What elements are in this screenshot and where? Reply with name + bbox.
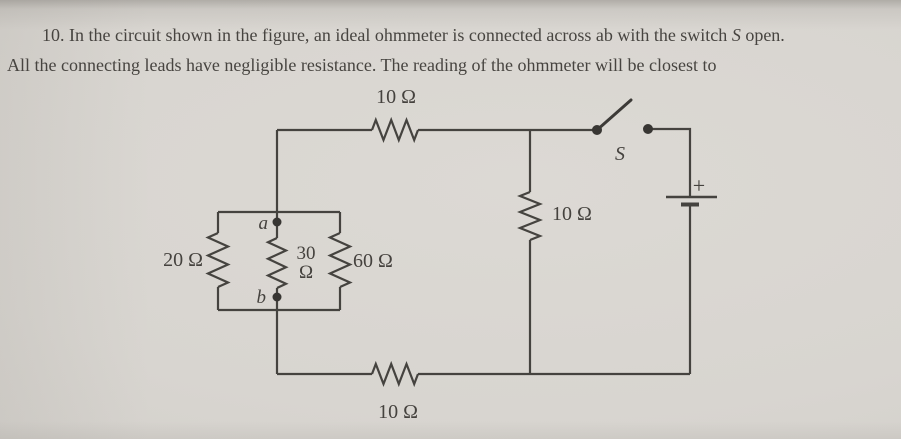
node-a-label: a [259, 213, 269, 234]
problem-line1-end: open. [740, 25, 785, 45]
battery-plus-sign: + [693, 173, 705, 198]
bottom-resistor [370, 360, 420, 388]
left-resistor-label: 20 Ω [163, 249, 203, 271]
problem-line-1: 10. In the circuit shown in the figure, … [42, 25, 785, 46]
switch-to-battery-wire [648, 127, 692, 196]
center-resistor-unit-label: Ω [299, 262, 313, 283]
center-resistor-30ohm [265, 237, 289, 289]
node-a-dot [272, 217, 282, 227]
switch-contact-left [592, 125, 602, 135]
right-resistor-label: 60 Ω [353, 250, 393, 272]
node-b-dot [272, 292, 282, 302]
node-b-label: b [257, 287, 267, 308]
bottom-resistor-label: 10 Ω [378, 401, 418, 423]
middle-resistor [517, 190, 543, 242]
switch-contact-right [643, 124, 653, 134]
switch-label: S [615, 143, 625, 165]
top-resistor [370, 116, 420, 144]
right-resistor-60ohm [327, 231, 353, 289]
top-resistor-label: 10 Ω [376, 86, 416, 108]
middle-resistor-label: 10 Ω [552, 203, 592, 225]
left-resistor-20ohm [205, 231, 231, 289]
problem-line1-text: 10. In the circuit shown in the figure, … [42, 25, 732, 45]
switch-lever [595, 98, 633, 132]
switch-symbol-inline: S [731, 25, 741, 45]
center-resistor-value-label: 30 [297, 243, 316, 264]
problem-line-2: All the connecting leads have negligible… [7, 55, 717, 75]
